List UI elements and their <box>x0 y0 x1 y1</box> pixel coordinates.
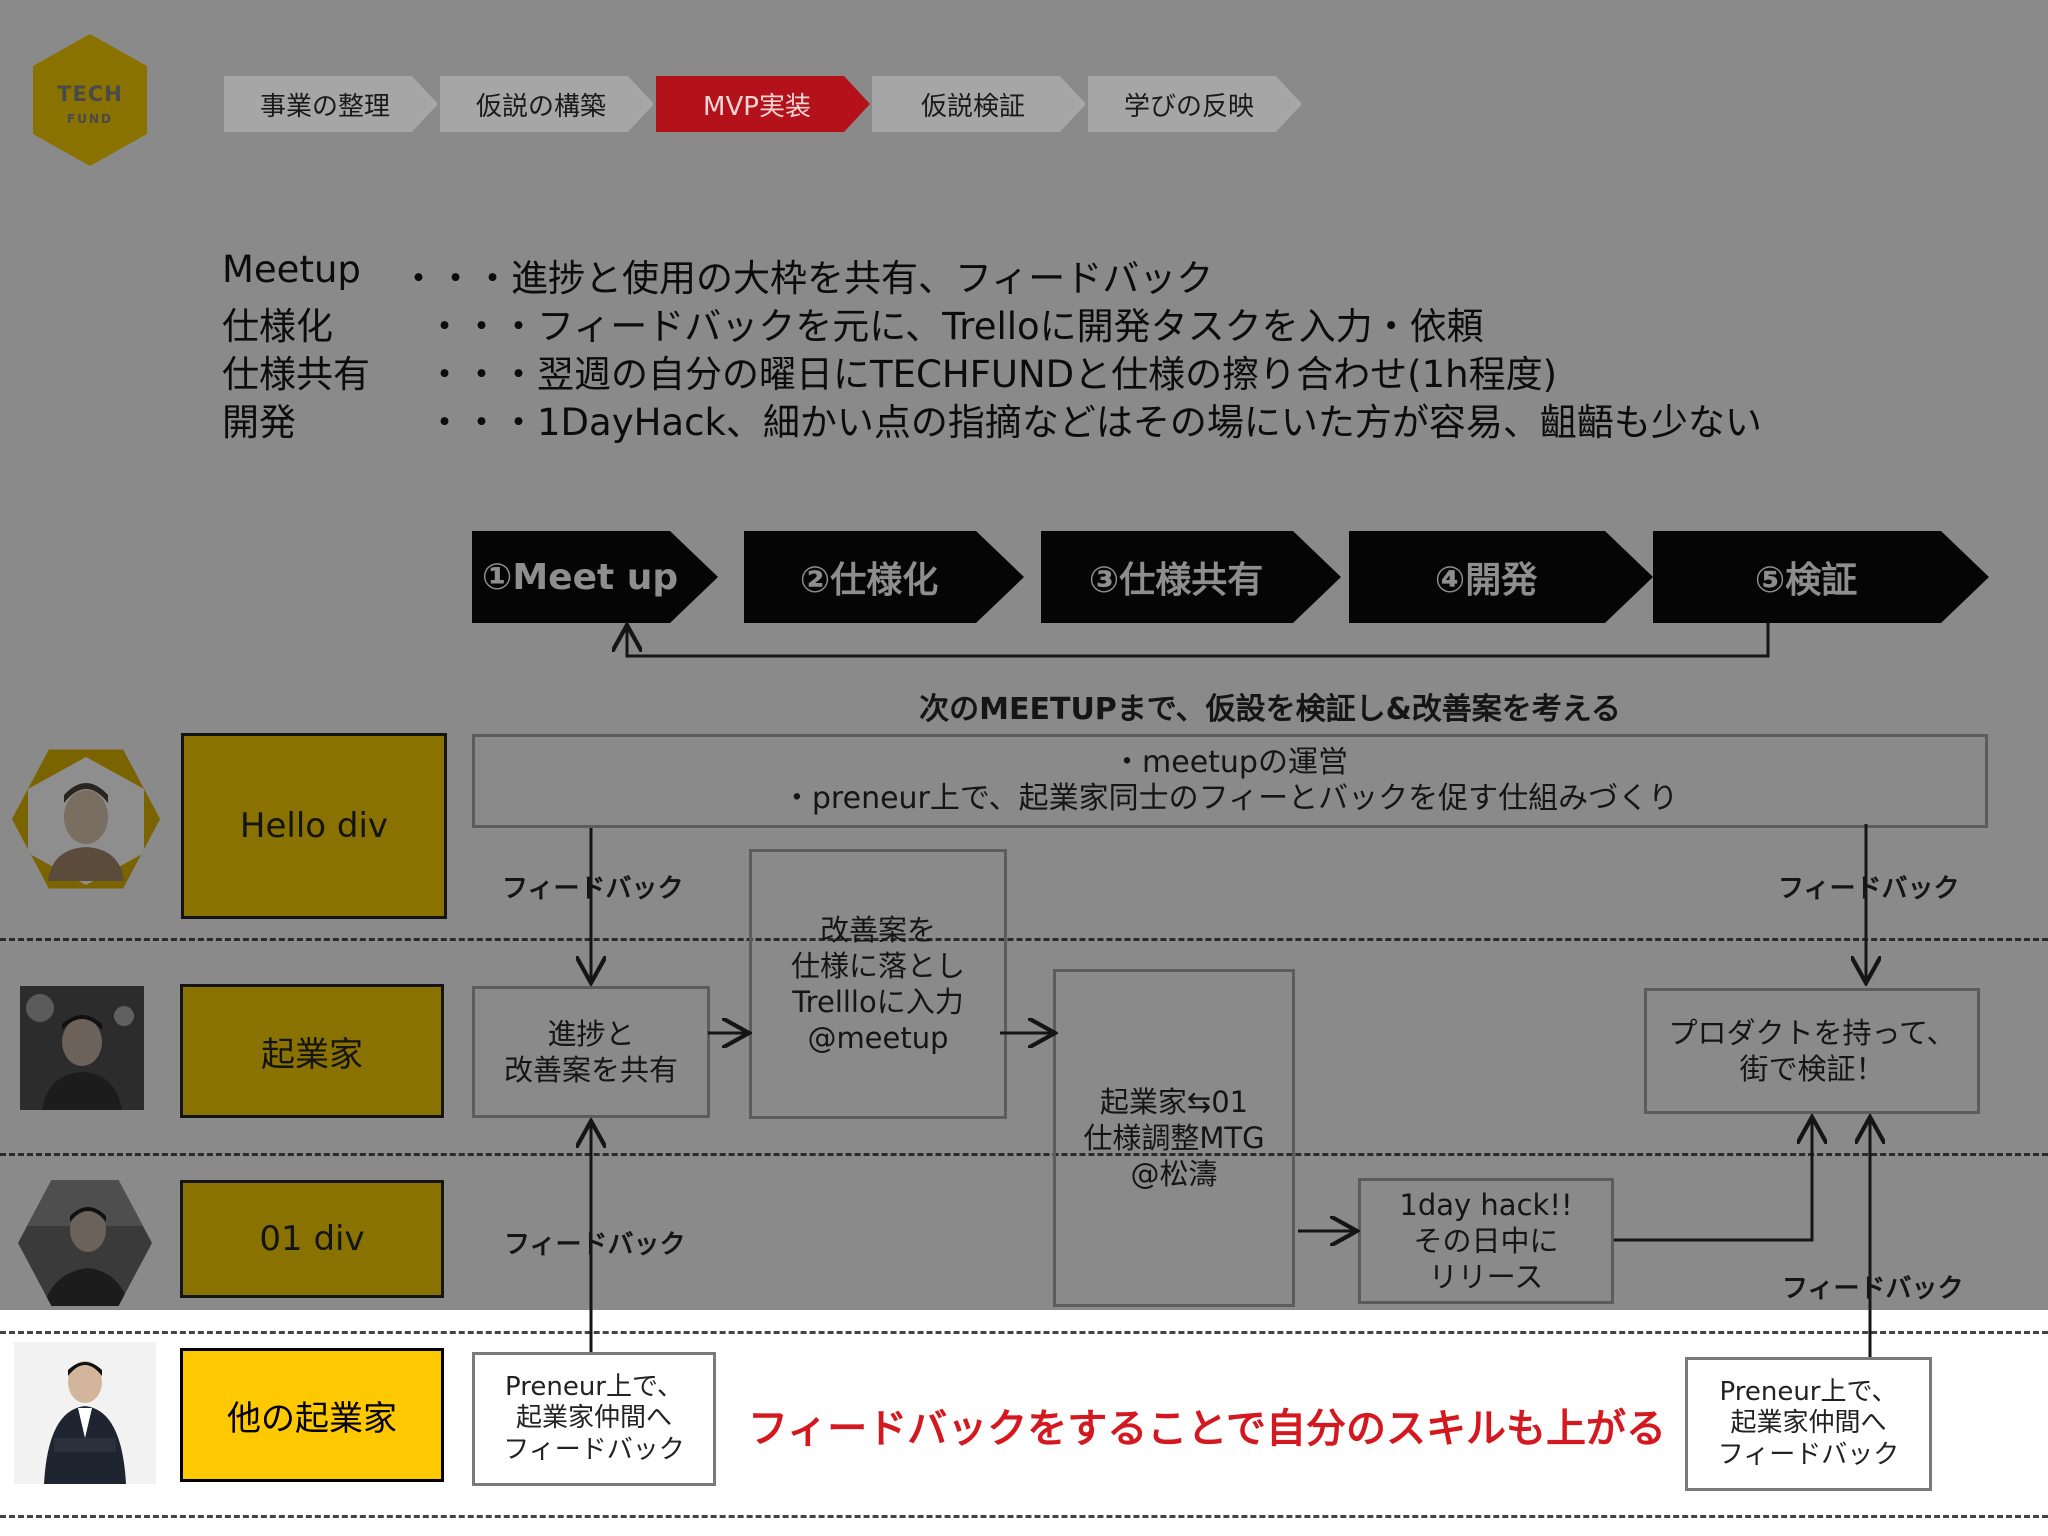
logo-text-top: TECH <box>57 82 123 106</box>
description-text: ・・・フィードバックを元に、Trelloに開発タスクを入力・依頼 <box>426 305 1484 348</box>
role-founder: 起業家 <box>180 984 444 1118</box>
breadcrumb-step-learn: 学びの反映 <box>1088 76 1302 132</box>
hello-task-line: ・preneur上で、起業家同士のフィーとバックを促す仕組みづくり <box>781 781 1679 816</box>
share-progress-box: 進捗と 改善案を共有 <box>472 986 710 1118</box>
description-line: 仕様共有 ・・・翌週の自分の曜日にTECHFUNDと仕様の擦り合わせ(1h程度) <box>222 344 1557 398</box>
description-term: 仕様化 <box>222 305 333 348</box>
breadcrumb-step-verify: 仮説検証 <box>872 76 1086 132</box>
lane-separator <box>0 1331 2048 1334</box>
process-step-spec: ②仕様化 <box>744 531 1024 623</box>
street-verify-box: プロダクトを持って、 街で検証！ <box>1644 988 1980 1114</box>
loop-label: 次のMEETUPまで、仮設を検証し&改善案を考える <box>919 692 1621 727</box>
person-photo-icon <box>20 986 144 1110</box>
breadcrumb-step-business: 事業の整理 <box>224 76 438 132</box>
role-hello-div: Hello div <box>181 733 447 919</box>
loop-arrow <box>627 623 1770 658</box>
process-step-develop: ④開発 <box>1349 531 1653 623</box>
hello-task-box: ・meetupの運営 ・preneur上で、起業家同士のフィーとバックを促す仕組… <box>472 734 1988 828</box>
highlight-message: フィードバックをすることで自分のスキルも上がる <box>748 1406 1666 1452</box>
description-line: 仕様化 ・・・フィードバックを元に、Trelloに開発タスクを入力・依頼 <box>222 296 1484 350</box>
lane-separator <box>0 1515 2048 1518</box>
description-term: Meetup <box>222 248 361 291</box>
lane-separator <box>0 938 2048 941</box>
preneur-feedback-box-right: Preneur上で、 起業家仲間へ フィードバック <box>1685 1357 1932 1491</box>
hexagon-logo-icon <box>33 34 147 166</box>
spec-mtg-box: 起業家⇆01 仕様調整MTG @松濤 <box>1053 969 1295 1307</box>
process-step-share: ③仕様共有 <box>1041 531 1341 623</box>
avatar-founder <box>20 986 144 1110</box>
description-text: ・・・翌週の自分の曜日にTECHFUNDと仕様の擦り合わせ(1h程度) <box>426 353 1558 396</box>
role-other-founders: 他の起業家 <box>180 1348 444 1482</box>
description-line: 開発 ・・・1DayHack、細かい点の指摘などはその場にいた方が容易、齟齬も少… <box>222 392 1762 446</box>
description-text: ・・・1DayHack、細かい点の指摘などはその場にいた方が容易、齟齬も少ない <box>426 401 1762 444</box>
description-term: 仕様共有 <box>222 353 370 396</box>
description-text: ・・・進捗と使用の大枠を共有、フィードバック <box>400 257 1214 300</box>
feedback-label: フィードバック <box>502 874 684 904</box>
hello-task-line: ・meetupの運営 <box>1112 745 1348 780</box>
process-step-verify: ⑤検証 <box>1653 531 1989 623</box>
techfund-logo: TECH FUND <box>30 32 150 168</box>
one-day-hack-box: 1day hack!! その日中に リリース <box>1358 1178 1614 1304</box>
avatar-other-founder <box>14 1342 156 1484</box>
role-01-div: 01 div <box>180 1180 444 1298</box>
description-line: Meetup ・・・進捗と使用の大枠を共有、フィードバック <box>222 248 1213 300</box>
person-photo-icon <box>14 1342 156 1484</box>
feedback-label: フィードバック <box>1778 874 1960 904</box>
process-step-meetup: ①Meet up <box>472 531 718 623</box>
breadcrumb-step-hypothesis: 仮説の構築 <box>440 76 654 132</box>
description-term: 開発 <box>222 401 296 444</box>
arrow-hack-to-verify <box>1614 1120 1812 1242</box>
preneur-feedback-box-left: Preneur上で、 起業家仲間へ フィードバック <box>472 1352 716 1486</box>
breadcrumb-step-mvp: MVP実装 <box>656 76 870 132</box>
logo-text-bottom: FUND <box>67 112 113 126</box>
spec-box: 改善案を 仕様に落とし Trellloに入力 @meetup <box>749 849 1007 1119</box>
feedback-label: フィードバック <box>1782 1274 1964 1304</box>
feedback-label: フィードバック <box>504 1230 686 1260</box>
lane-separator <box>0 1153 2048 1156</box>
